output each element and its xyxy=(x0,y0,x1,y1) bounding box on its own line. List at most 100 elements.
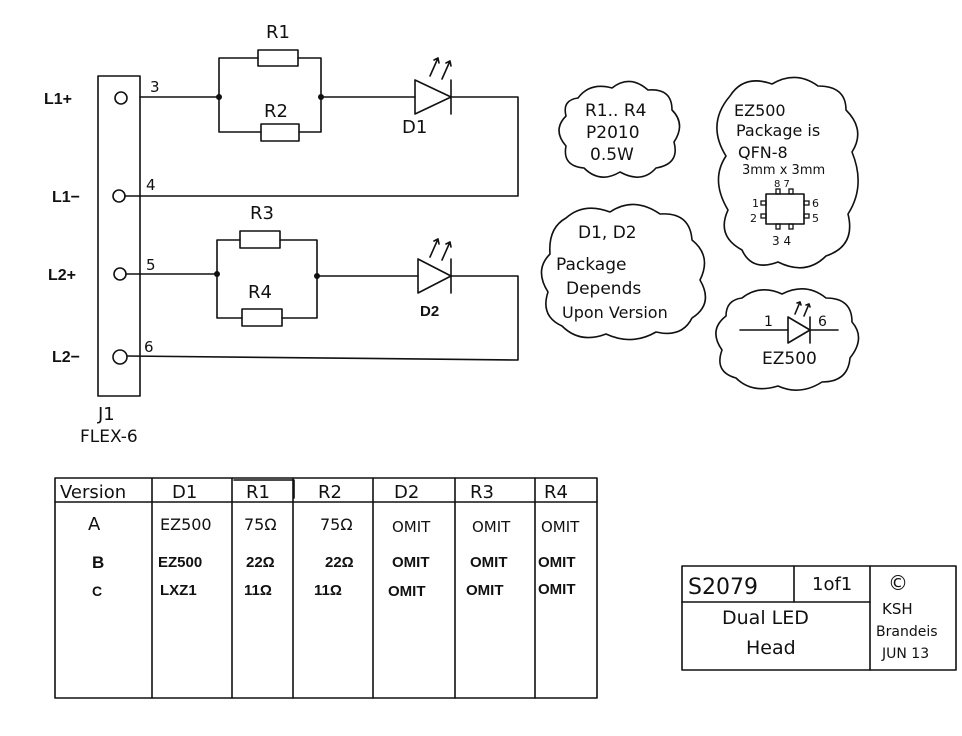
wire xyxy=(216,273,318,319)
table-cell: C xyxy=(92,583,102,599)
label-d1: D1 xyxy=(402,117,427,138)
note-text: D1, D2 xyxy=(578,223,637,243)
table-cell: OMIT xyxy=(470,554,508,571)
qfn-pad xyxy=(803,213,810,219)
light-arrows-icon xyxy=(429,238,452,261)
table-cell: 22Ω xyxy=(325,554,354,571)
note-text: P2010 xyxy=(586,123,640,143)
author: KSH xyxy=(882,600,913,618)
qfn-pin-numbers: 8 7 xyxy=(774,179,790,190)
connector-body xyxy=(97,75,141,397)
note-text: 3mm x 3mm xyxy=(742,163,825,178)
pin-number-4: 4 xyxy=(146,176,156,194)
circuit-l2: R3 R4 D2 xyxy=(125,203,519,361)
table-header: R1 xyxy=(246,482,270,503)
led-pin-cathode: 6 xyxy=(818,314,827,330)
table-cell: 22Ω xyxy=(246,554,275,571)
pin-circle-4 xyxy=(112,189,126,203)
light-arrows-icon xyxy=(429,57,452,80)
note-cloud xyxy=(558,80,681,178)
pin-label-l2-plus: L2+ xyxy=(48,267,76,284)
pin-label-l2-minus: L2− xyxy=(52,349,80,366)
table-cell: LXZ1 xyxy=(160,582,197,599)
drawing-title: Head xyxy=(746,637,796,659)
table-cell: EZ500 xyxy=(158,554,202,571)
table-cell: OMIT xyxy=(388,583,426,600)
table-cell: OMIT xyxy=(392,554,430,571)
qfn-pad xyxy=(775,223,781,230)
date: JUN 13 xyxy=(881,646,929,662)
table-header: D2 xyxy=(394,482,419,503)
qfn-pad xyxy=(760,213,767,219)
resistor-r3 xyxy=(239,230,281,249)
table-cell: EZ500 xyxy=(160,515,212,534)
table-cell: OMIT xyxy=(538,581,576,598)
qfn-pin-number: 5 xyxy=(812,212,819,225)
table-column-rules xyxy=(151,477,536,699)
bom-table: Version D1 R1 R2 D2 R3 R4 A EZ500 75Ω 75… xyxy=(54,477,598,699)
wire xyxy=(124,96,519,197)
note-text: Depends xyxy=(566,279,641,299)
resistor-r2 xyxy=(260,123,300,142)
pin-number-6: 6 xyxy=(144,338,154,356)
qfn-pad xyxy=(803,200,810,206)
table-cell: OMIT xyxy=(392,518,431,536)
wire xyxy=(216,239,318,277)
note-text: EZ500 xyxy=(734,101,786,120)
note-cloud xyxy=(715,288,860,391)
title-block: S2079 1of1 Dual LED Head © KSH Brandeis … xyxy=(681,565,957,671)
note-text: R1.. R4 xyxy=(585,101,646,121)
diode-d1 xyxy=(414,79,452,115)
title-block-border xyxy=(681,565,957,671)
pin-label-l1-minus: L1− xyxy=(52,189,80,206)
table-cell: OMIT xyxy=(472,518,511,536)
label-r3: R3 xyxy=(250,203,274,224)
table-mark xyxy=(233,479,295,499)
diode-d2 xyxy=(417,258,452,294)
qfn-pin-number: 1 xyxy=(752,197,759,210)
connector-j1: L1+ L1− L2+ L2− 3 4 5 6 J1 FLEX-6 xyxy=(44,75,160,447)
label-r1: R1 xyxy=(266,22,290,43)
qfn-pad xyxy=(760,200,767,206)
note-ez500-package: EZ500 Package is QFN-8 3mm x 3mm 8 7 1 2… xyxy=(716,76,859,269)
note-ez500-symbol: 1 6 EZ500 xyxy=(715,288,860,391)
qfn-pin-number: 6 xyxy=(812,197,819,210)
led-part-label: EZ500 xyxy=(762,349,817,369)
qfn-package-body xyxy=(765,193,805,225)
note-cloud xyxy=(540,203,707,341)
table-cell: OMIT xyxy=(538,554,576,571)
note-diodes: D1, D2 Package Depends Upon Version xyxy=(540,203,707,341)
table-header: R4 xyxy=(544,482,568,503)
table-cell: 11Ω xyxy=(244,582,272,599)
table-header: R3 xyxy=(470,482,494,503)
resistor-r1 xyxy=(257,49,299,67)
table-border xyxy=(54,477,598,699)
connector-type: FLEX-6 xyxy=(80,427,138,447)
connector-ref: J1 xyxy=(97,404,115,425)
led-pin-anode: 1 xyxy=(764,314,773,330)
led-symbol xyxy=(787,316,811,344)
table-cell: OMIT xyxy=(466,582,504,599)
table-cell: 75Ω xyxy=(320,515,353,534)
table-header: R2 xyxy=(318,482,342,503)
light-arrows-icon xyxy=(794,301,811,317)
table-header: D1 xyxy=(172,482,197,503)
qfn-pad xyxy=(775,188,781,195)
pin-circle-6 xyxy=(112,349,128,365)
pin-number-5: 5 xyxy=(146,256,156,274)
label-d2: D2 xyxy=(420,303,439,320)
sheet-number: 1of1 xyxy=(812,574,852,595)
note-resistors: R1.. R4 P2010 0.5W xyxy=(558,80,681,178)
note-text: QFN-8 xyxy=(738,143,788,162)
company: Brandeis xyxy=(876,624,938,640)
copyright-icon: © xyxy=(888,571,908,595)
note-text: 0.5W xyxy=(590,145,634,165)
drawing-number: S2079 xyxy=(688,575,758,600)
table-cell: OMIT xyxy=(541,518,580,536)
note-text: Upon Version xyxy=(562,303,668,322)
qfn-pad xyxy=(788,223,794,230)
wire xyxy=(218,57,322,98)
qfn-pin-numbers: 3 4 xyxy=(772,234,791,248)
label-r2: R2 xyxy=(264,101,288,122)
